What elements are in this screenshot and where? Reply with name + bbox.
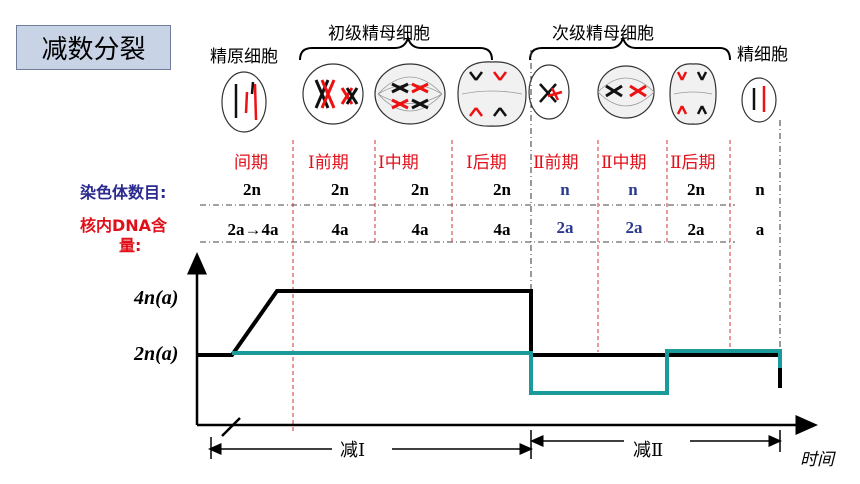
cell-prophase-1 bbox=[302, 63, 364, 125]
dna-content-line bbox=[197, 289, 782, 388]
chromosome-value-prophase-1: 2n bbox=[331, 180, 349, 199]
chromosome-value-anaphase-1: 2n bbox=[493, 180, 511, 199]
dna-value-anaphase-2: 2a bbox=[687, 220, 705, 239]
phase-interphase: 间期 bbox=[234, 153, 268, 173]
axis-break-mark bbox=[221, 417, 241, 437]
dna-content-label: 核内DNA含 bbox=[80, 216, 168, 235]
cell-prophase-2 bbox=[528, 64, 570, 120]
brace-primary bbox=[299, 34, 493, 61]
phase-prophase-2: Ⅱ前期 bbox=[533, 153, 579, 173]
dna-value-prophase-2: 2a bbox=[556, 218, 574, 237]
phase-anaphase-1: Ⅰ后期 bbox=[466, 153, 507, 173]
chromosome-value-interphase: 2n bbox=[243, 180, 261, 199]
dna-value-metaphase-1: 4a bbox=[411, 220, 429, 239]
dna-value-interphase: 2a→4a bbox=[227, 220, 279, 239]
brace-secondary bbox=[529, 34, 731, 61]
cell-spermatogonium bbox=[221, 71, 267, 133]
chromosome-value-anaphase-2: 2n bbox=[687, 180, 705, 199]
label-spermatogonium: 精原细胞 bbox=[210, 47, 278, 67]
cell-metaphase-1 bbox=[374, 63, 446, 125]
chromosome-value-prophase-2: n bbox=[560, 180, 570, 199]
phase-metaphase-2: Ⅱ中期 bbox=[601, 153, 647, 173]
page-title: 减数分裂 bbox=[16, 25, 171, 70]
phase-prophase-1: Ⅰ前期 bbox=[308, 153, 349, 173]
dna-value-metaphase-2: 2a bbox=[625, 218, 643, 237]
cell-spermatid bbox=[741, 77, 777, 123]
chromosome-value-spermatid: n bbox=[755, 180, 765, 199]
chromosome-count-line bbox=[232, 349, 782, 395]
chromosome-count-label: 染色体数目: bbox=[80, 183, 167, 202]
y-label-4n: 4n(a) bbox=[134, 287, 179, 309]
label-spermatid: 精细胞 bbox=[737, 45, 788, 65]
phase-anaphase-2: Ⅱ后期 bbox=[670, 153, 716, 173]
cell-anaphase-1 bbox=[457, 61, 527, 127]
cell-anaphase-2 bbox=[669, 63, 717, 125]
segment-label-meiosis-1: 减Ⅰ bbox=[340, 440, 366, 461]
label-primary-spermatocyte: 初级精母细胞 bbox=[328, 24, 430, 44]
segment-label-meiosis-2: 减Ⅱ bbox=[633, 440, 664, 461]
time-axis-label: 时间 bbox=[800, 450, 834, 470]
dna-value-spermatid: a bbox=[755, 220, 765, 239]
chromosome-value-metaphase-2: n bbox=[628, 180, 638, 199]
cell-metaphase-2 bbox=[597, 65, 655, 119]
y-label-2n: 2n(a) bbox=[134, 343, 179, 365]
chromosome-value-metaphase-1: 2n bbox=[411, 180, 429, 199]
dna-value-prophase-1: 4a bbox=[331, 220, 349, 239]
dna-value-anaphase-1: 4a bbox=[493, 220, 511, 239]
label-secondary-spermatocyte: 次级精母细胞 bbox=[552, 24, 654, 44]
phase-metaphase-1: Ⅰ中期 bbox=[378, 153, 419, 173]
phase-dividers bbox=[292, 140, 731, 432]
dna-content-label-line2: 量: bbox=[119, 236, 142, 255]
